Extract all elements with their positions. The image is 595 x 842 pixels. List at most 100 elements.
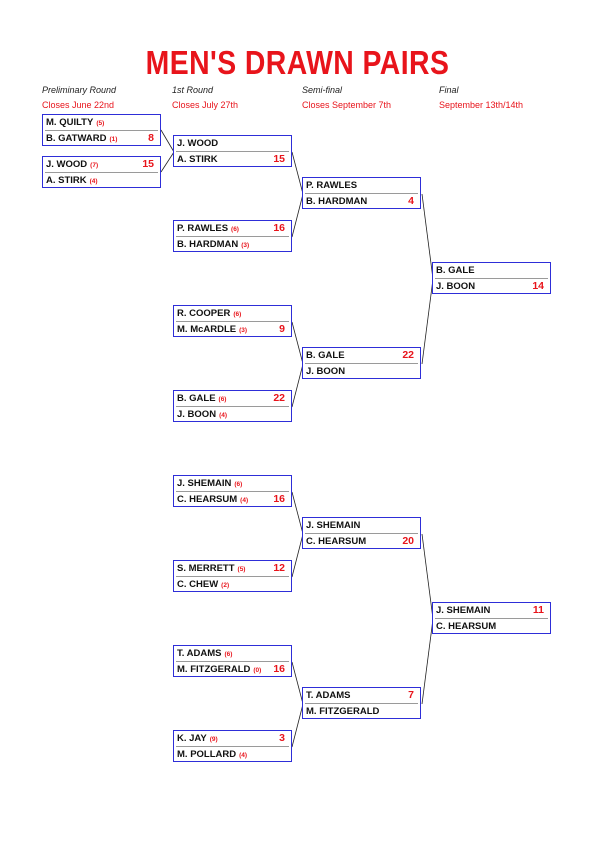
- player-slot-top: R. COOPER(6): [176, 306, 289, 322]
- player-slot-bottom: C. HEARSUM: [435, 619, 548, 635]
- player-slot-bottom: M. POLLARD(4): [176, 747, 289, 763]
- player-name-text: S. MERRETT: [177, 563, 235, 574]
- handicap: (4): [89, 178, 98, 185]
- player-name-text: M. FITZGERALD: [177, 664, 251, 675]
- handicap: (9): [209, 736, 218, 743]
- player-slot-top: J. WOOD: [176, 136, 289, 152]
- player-name: B. HARDMAN(3): [177, 239, 249, 250]
- player-name-text: J. WOOD: [177, 138, 219, 149]
- match-r4: B. GALE(6) 22 J. BOON(4): [173, 390, 292, 422]
- player-slot-bottom: C. CHEW(2): [176, 577, 289, 593]
- player-name-text: J. SHEMAIN: [306, 520, 361, 531]
- handicap: (4): [219, 412, 228, 419]
- match-r2: P. RAWLES(6)16 B. HARDMAN(3): [173, 220, 292, 252]
- player-slot-top: J. SHEMAIN: [305, 518, 418, 534]
- round-name-preliminary: Preliminary Round: [42, 85, 117, 95]
- match-s4: T. ADAMS 7 M. FITZGERALD: [302, 687, 421, 719]
- player-slot-top: P. RAWLES(6)16: [176, 221, 289, 237]
- player-name-text: J. BOON: [436, 281, 476, 292]
- player-slot-bottom: M. FITZGERALD(0) 16: [176, 662, 289, 678]
- player-slot-bottom: B. HARDMAN(3): [176, 237, 289, 253]
- player-name: C. HEARSUM(4): [177, 494, 248, 505]
- handicap: (4): [239, 752, 248, 759]
- score: 7: [408, 689, 414, 701]
- match-r8: K. JAY(9) 3 M. POLLARD(4): [173, 730, 292, 762]
- handicap: (6): [218, 396, 227, 403]
- player-slot-bottom: B. HARDMAN 4: [305, 194, 418, 210]
- round-closes-semi: Closes September 7th: [302, 100, 392, 110]
- player-name: M. FITZGERALD(0): [177, 664, 261, 675]
- score: 15: [273, 153, 285, 165]
- handicap: (7): [90, 162, 99, 169]
- player-name-text: M. McARDLE: [177, 324, 237, 335]
- score: 3: [279, 732, 285, 744]
- player-name-text: J. WOOD: [46, 159, 88, 170]
- player-name-text: A. STIRK: [46, 175, 87, 186]
- handicap: (6): [231, 226, 239, 233]
- player-name: C. HEARSUM: [436, 621, 496, 632]
- player-name: C. CHEW(2): [177, 579, 229, 590]
- player-name: P. RAWLES(6): [177, 223, 239, 234]
- player-name: M. McARDLE(3): [177, 324, 247, 335]
- match-r5: J. SHEMAIN(6) C. HEARSUM(4) 16: [173, 475, 292, 507]
- player-name: J. BOON: [436, 281, 475, 292]
- player-name: J. BOON: [306, 366, 345, 377]
- score: 9: [279, 323, 285, 335]
- handicap: (5): [237, 566, 246, 573]
- player-name-text: B. GALE: [436, 265, 475, 276]
- player-name-text: C. HEARSUM: [177, 494, 238, 505]
- player-name-text: J. BOON: [177, 409, 217, 420]
- player-slot-bottom: A. STIRK(4): [45, 173, 158, 189]
- player-name-text: C. HEARSUM: [436, 621, 497, 632]
- round-name-semi: Semi-final: [302, 85, 343, 95]
- player-slot-top: J. SHEMAIN 11: [435, 603, 548, 619]
- round-closes-preliminary: Closes June 22nd: [42, 100, 115, 110]
- player-name: M. POLLARD(4): [177, 749, 247, 760]
- round-closes-final: September 13th/14th: [439, 100, 524, 110]
- player-slot-top: B. GALE(6) 22: [176, 391, 289, 407]
- player-slot-top: T. ADAMS(6): [176, 646, 289, 662]
- player-name: B. HARDMAN: [306, 196, 367, 207]
- player-name-text: J. SHEMAIN: [436, 605, 491, 616]
- score: 16: [273, 493, 285, 505]
- player-name: R. COOPER(6): [177, 308, 241, 319]
- player-slot-top: J. WOOD(7) 15: [45, 157, 158, 173]
- score: 20: [402, 535, 414, 547]
- player-name-text: J. SHEMAIN: [177, 478, 232, 489]
- player-name-text: R. COOPER: [177, 308, 231, 319]
- match-r3: R. COOPER(6) M. McARDLE(3) 9: [173, 305, 292, 337]
- handicap: (6): [233, 311, 242, 318]
- score: 4: [408, 195, 414, 207]
- player-name: J. SHEMAIN: [306, 520, 360, 531]
- player-name: T. ADAMS: [306, 690, 351, 701]
- player-name-text: B. GALE: [177, 393, 216, 404]
- player-slot-top: K. JAY(9) 3: [176, 731, 289, 747]
- player-name: K. JAY(9): [177, 733, 218, 744]
- player-name-text: B. HARDMAN: [177, 239, 239, 250]
- player-name: M. FITZGERALD: [306, 706, 379, 717]
- player-slot-bottom: M. McARDLE(3) 9: [176, 322, 289, 338]
- handicap: (5): [96, 120, 105, 127]
- page-title: MEN'S DRAWN PAIRS: [145, 44, 450, 81]
- score: 8: [148, 132, 154, 144]
- player-name-text: M. POLLARD: [177, 749, 237, 760]
- score: 16: [273, 663, 285, 675]
- player-name: J. SHEMAIN(6): [177, 478, 242, 489]
- score: 11: [532, 604, 544, 616]
- player-name-text: M. FITZGERALD: [306, 706, 380, 717]
- match-r7: T. ADAMS(6) M. FITZGERALD(0) 16: [173, 645, 292, 677]
- player-name: S. MERRETT(5): [177, 563, 245, 574]
- player-name: J. SHEMAIN: [436, 605, 490, 616]
- score: 15: [142, 158, 154, 170]
- player-name: J. BOON(4): [177, 409, 227, 420]
- player-name-text: T. ADAMS: [306, 690, 351, 701]
- score: 22: [273, 392, 285, 404]
